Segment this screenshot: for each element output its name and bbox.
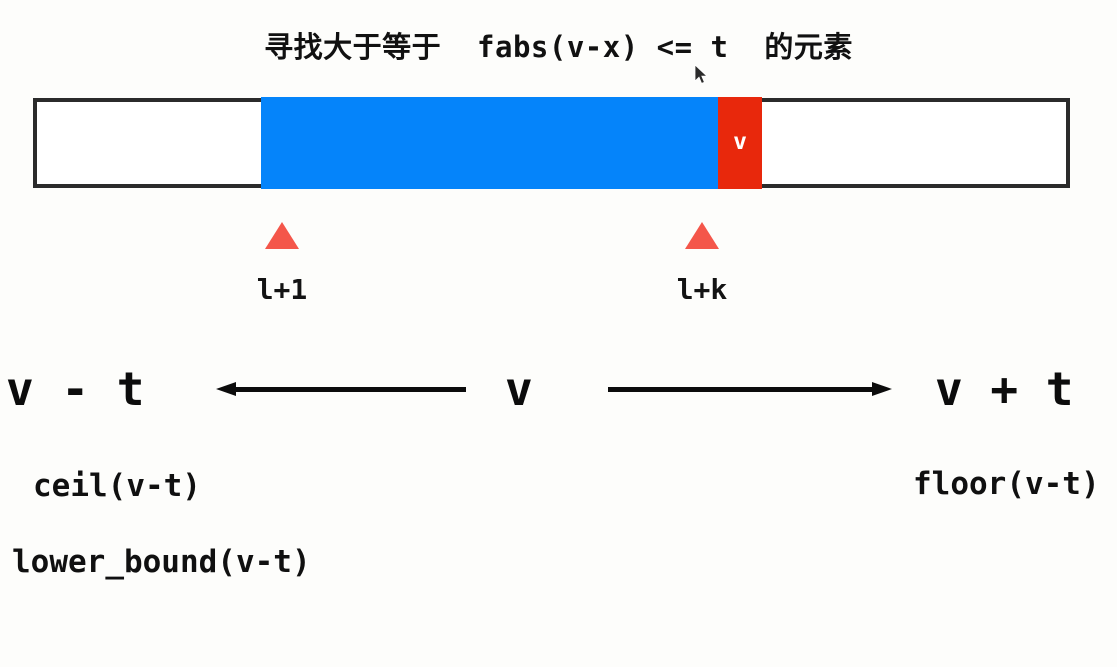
marker-right-pointer: l+k bbox=[642, 222, 762, 306]
range-center-label: v bbox=[505, 362, 533, 416]
arrow-left-head bbox=[216, 382, 236, 396]
range-lower-bound-label: v - t bbox=[6, 362, 145, 416]
marker-left-pointer-label: l+1 bbox=[256, 273, 308, 306]
array-cell-target-label: v bbox=[733, 128, 747, 155]
array-bar: v bbox=[33, 97, 1070, 189]
triangle-up-icon bbox=[685, 222, 719, 249]
arrow-left-shaft bbox=[234, 387, 466, 392]
range-row: v - t v v + t bbox=[0, 352, 1117, 426]
page-title: 寻找大于等于 fabs(v-x) <= t 的元素 bbox=[264, 30, 853, 64]
triangle-up-icon bbox=[265, 222, 299, 249]
annotation-floor: floor(v-t) bbox=[913, 466, 1100, 502]
marker-right-pointer-label: l+k bbox=[676, 273, 728, 306]
array-segment-in-range bbox=[261, 97, 718, 189]
arrow-right-icon bbox=[608, 382, 892, 396]
mouse-pointer-icon bbox=[694, 64, 710, 86]
arrow-right-shaft bbox=[608, 387, 874, 392]
annotation-lower-bound: lower_bound(v-t) bbox=[12, 544, 311, 580]
arrow-left-icon bbox=[216, 382, 466, 396]
arrow-right-head bbox=[872, 382, 892, 396]
marker-left-pointer: l+1 bbox=[222, 222, 342, 306]
annotation-ceil: ceil(v-t) bbox=[33, 468, 201, 504]
range-upper-bound-label: v + t bbox=[935, 362, 1074, 416]
array-cell-target: v bbox=[718, 97, 762, 189]
